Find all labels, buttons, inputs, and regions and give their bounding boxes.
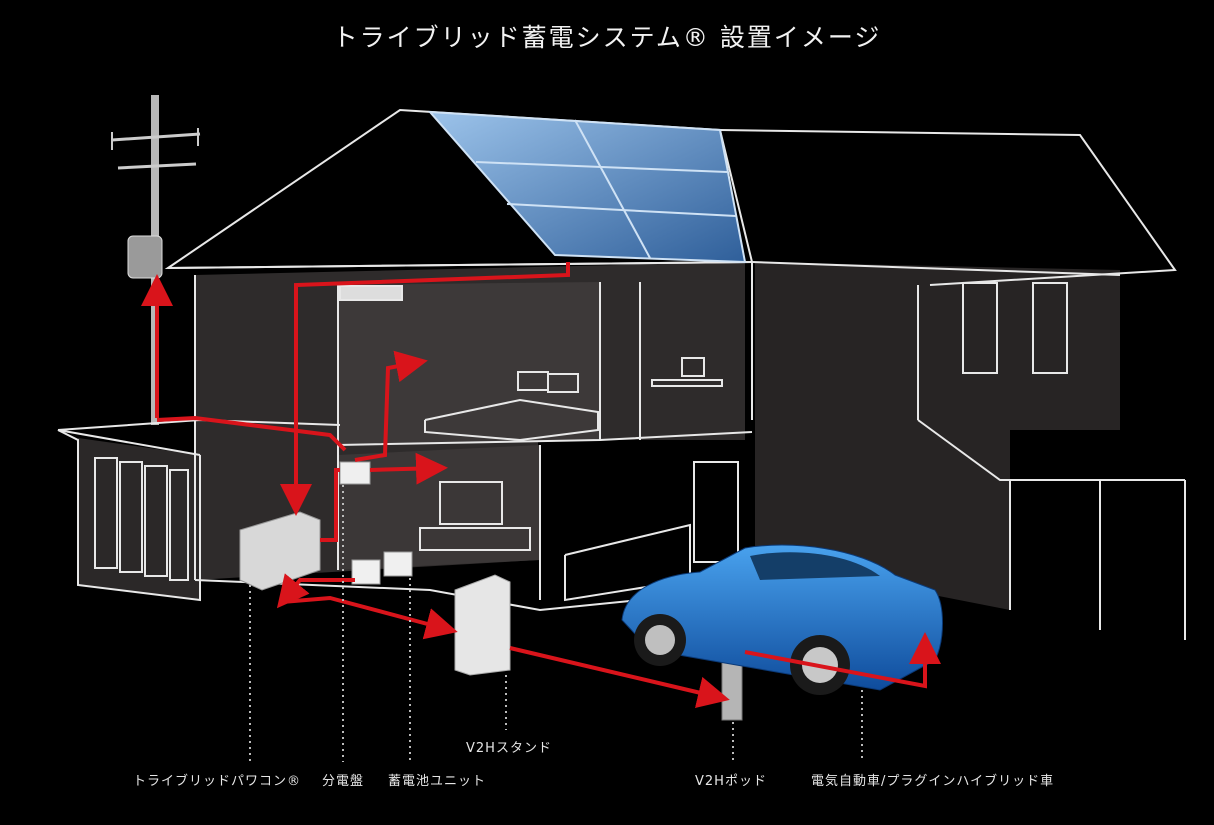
battery-unit-box xyxy=(383,551,413,577)
label-distribution-board: 分電盤 xyxy=(322,774,365,789)
label-power-conditioner: トライブリッドパワコン® xyxy=(133,774,302,789)
distribution-board-box xyxy=(339,461,371,485)
label-v2h-stand: V2Hスタンド xyxy=(466,741,552,756)
v2h-stand-box xyxy=(454,574,511,676)
label-battery-unit: 蓄電池ユニット xyxy=(388,774,487,789)
transformer-icon xyxy=(127,235,163,279)
power-lines xyxy=(141,262,941,709)
car xyxy=(621,544,943,695)
leader-lines xyxy=(249,485,863,762)
solar-panels xyxy=(427,110,747,264)
label-ev: 電気自動車/プラグインハイブリッド車 xyxy=(811,774,1055,789)
page-title: トライブリッド蓄電システム® 設置イメージ xyxy=(332,23,882,52)
battery-unit-box xyxy=(351,559,381,585)
label-v2h-pod: V2Hポッド xyxy=(695,774,767,789)
